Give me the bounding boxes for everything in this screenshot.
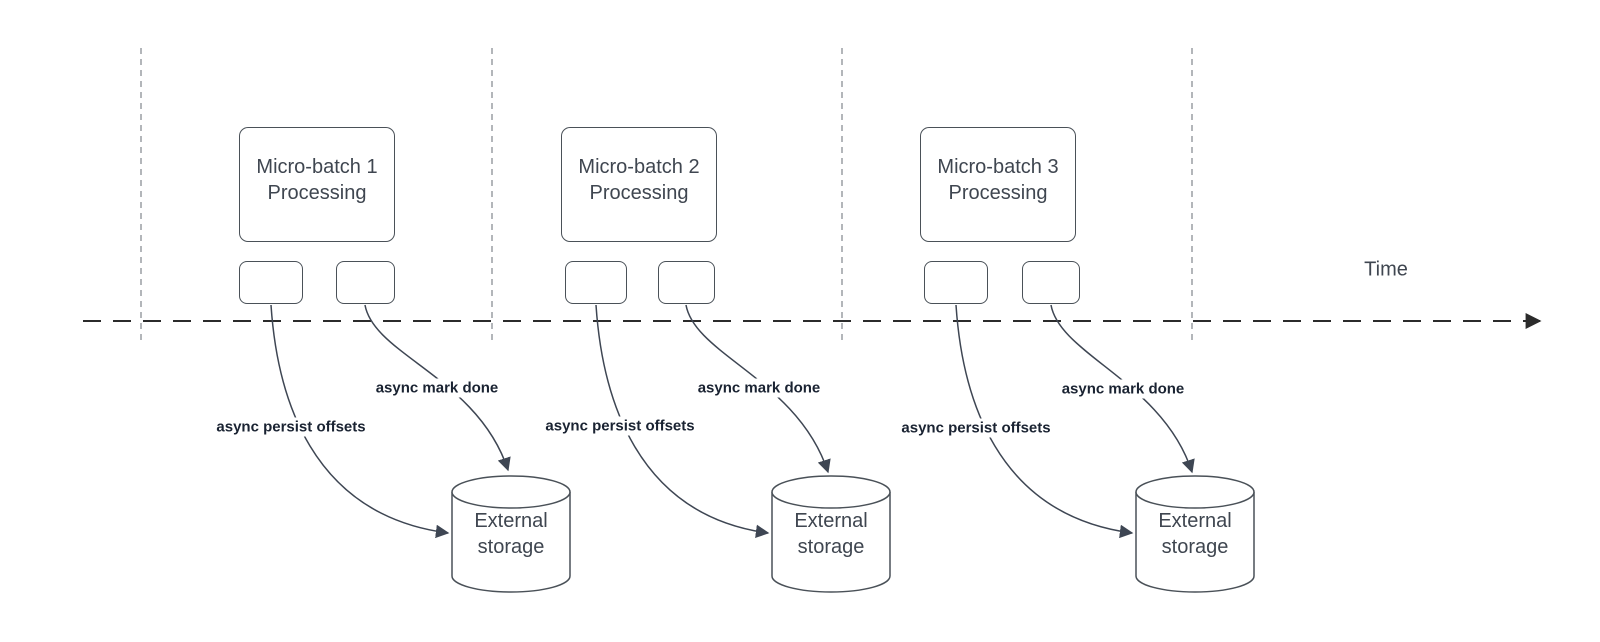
external-storage-cylinder-2 xyxy=(771,475,891,593)
micro-batch-1-box: Micro-batch 1 Processing xyxy=(239,127,395,242)
mark-done-label-3: async mark done xyxy=(1058,379,1188,399)
mark-done-label-1: async mark done xyxy=(372,378,502,398)
persist-offsets-arrow-2 xyxy=(595,304,770,539)
persist-offsets-label-3: async persist offsets xyxy=(898,418,1054,438)
external-storage-cylinder-1 xyxy=(451,475,571,593)
persist-task-rect-1 xyxy=(239,261,303,304)
micro-batch-1-label: Micro-batch 1 Processing xyxy=(256,155,378,204)
mark-done-arrow-3 xyxy=(1050,304,1195,474)
mark-done-label-2: async mark done xyxy=(694,378,824,398)
persist-offsets-label-2: async persist offsets xyxy=(542,416,698,436)
external-storage-cylinder-3 xyxy=(1135,475,1255,593)
micro-batch-2-label: Micro-batch 2 Processing xyxy=(578,155,700,204)
persist-task-rect-2 xyxy=(565,261,627,304)
time-gridlines xyxy=(140,48,1193,342)
mark-done-arrow-1 xyxy=(364,304,511,472)
mark-done-arrow-2 xyxy=(685,304,831,474)
mark-done-task-rect-3 xyxy=(1022,261,1080,304)
time-label: Time xyxy=(1364,258,1408,281)
persist-offsets-label-1: async persist offsets xyxy=(213,417,369,437)
persist-offsets-arrow-3 xyxy=(955,304,1134,539)
micro-batch-2-box: Micro-batch 2 Processing xyxy=(561,127,717,242)
mark-done-task-rect-1 xyxy=(336,261,395,304)
micro-batch-3-box: Micro-batch 3 Processing xyxy=(920,127,1076,242)
mark-done-task-rect-2 xyxy=(658,261,715,304)
micro-batch-3-label: Micro-batch 3 Processing xyxy=(937,155,1059,204)
persist-offsets-arrow-1 xyxy=(270,304,450,539)
persist-task-rect-3 xyxy=(924,261,988,304)
